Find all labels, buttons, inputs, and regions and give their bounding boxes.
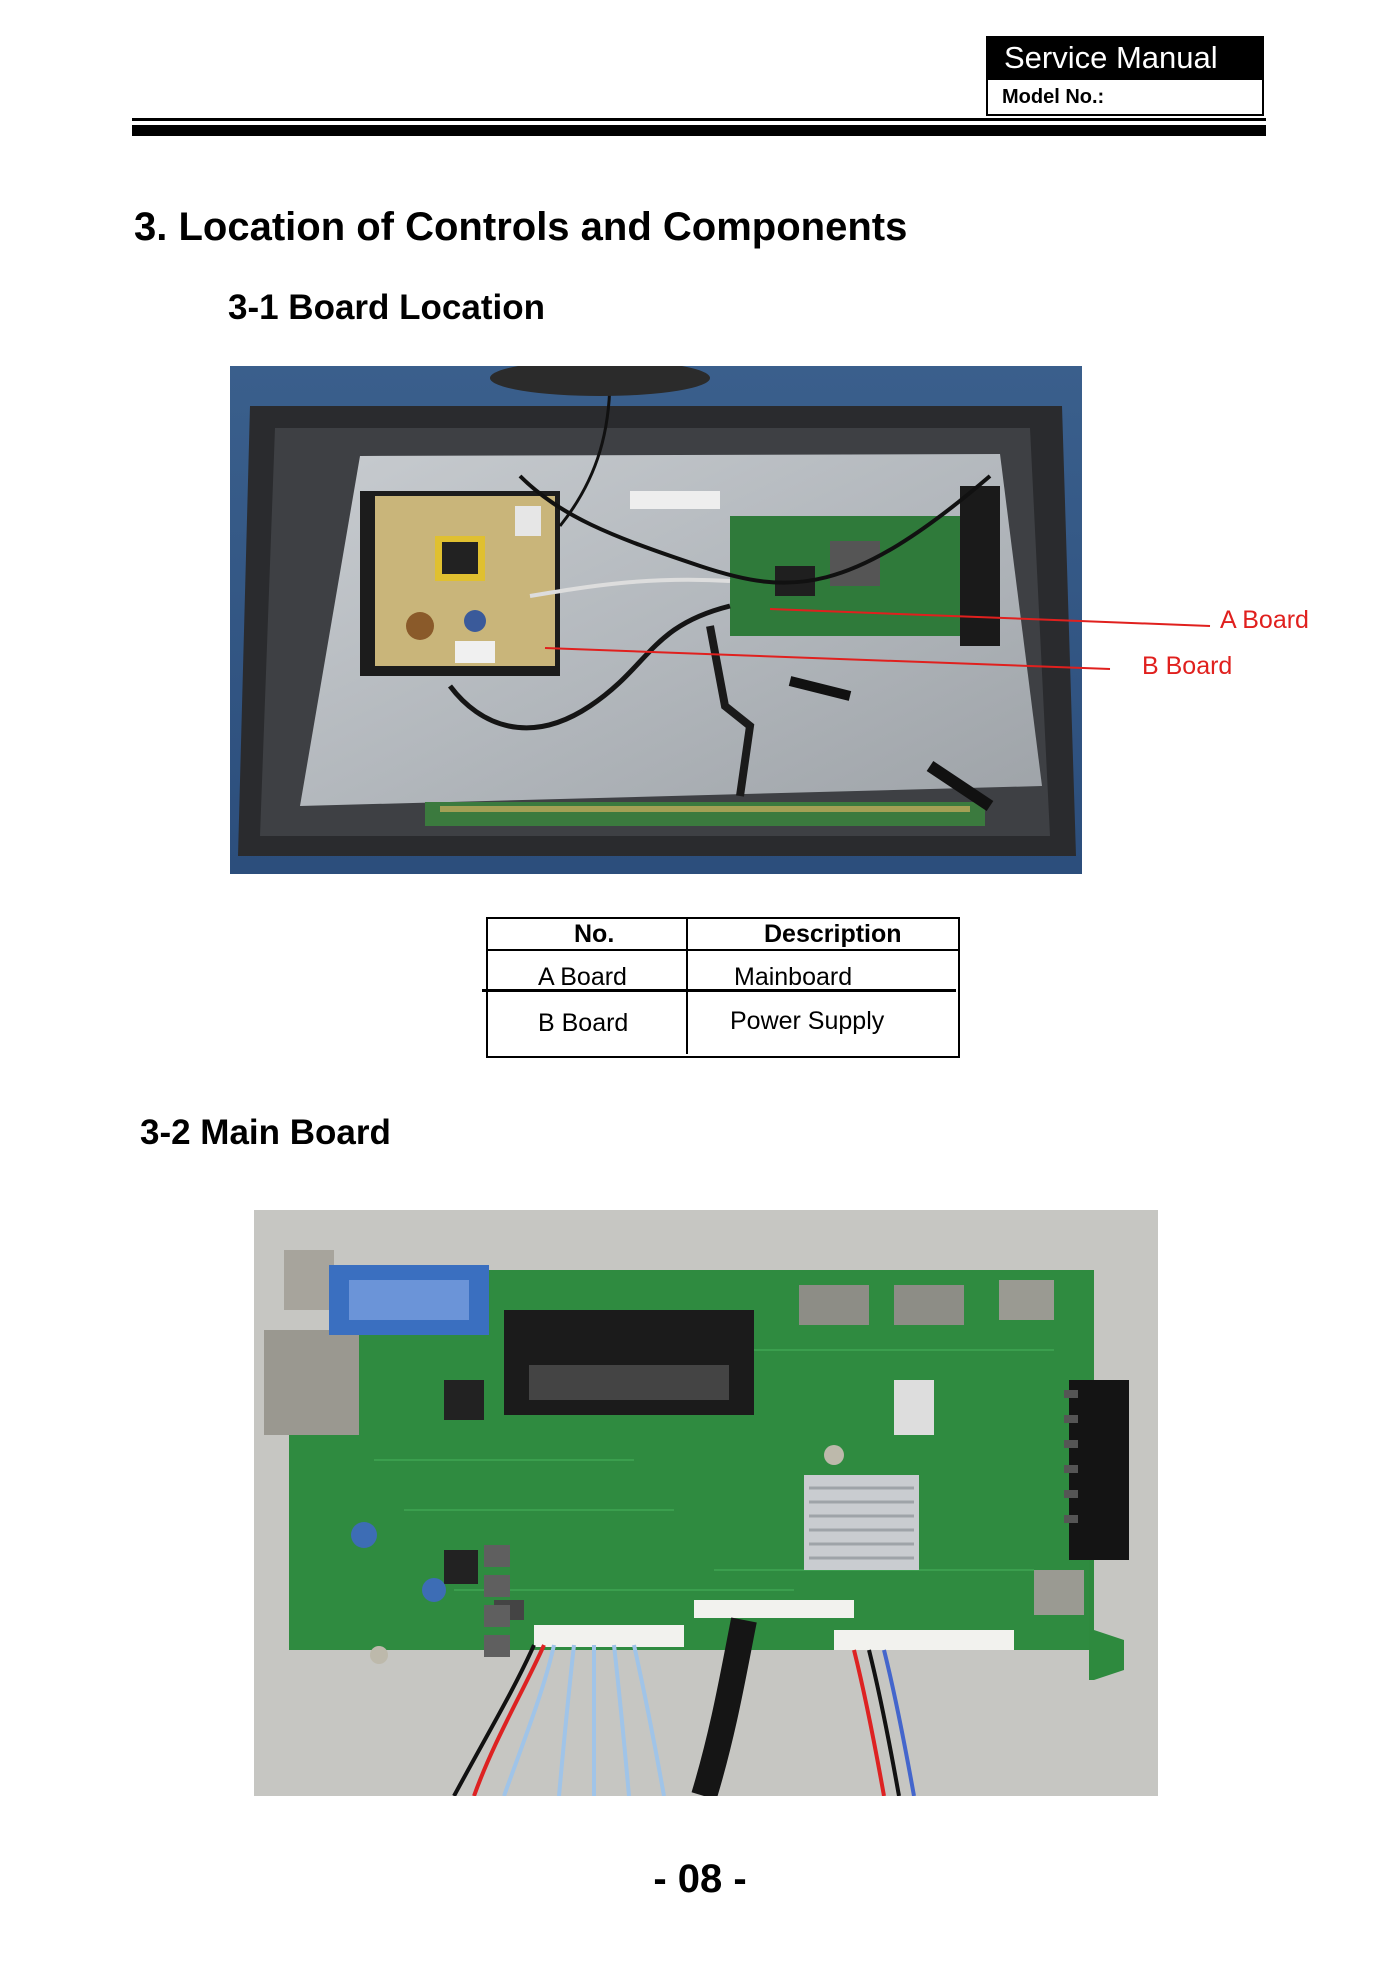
- section-title: 3. Location of Controls and Components: [134, 205, 908, 249]
- header-rule-thin: [132, 118, 1266, 121]
- table-header-no: No.: [574, 920, 615, 948]
- callout-b-board: B Board: [1142, 652, 1233, 680]
- table-column-divider: [686, 917, 688, 1054]
- table-header-divider: [486, 949, 960, 951]
- header-title: Service Manual: [986, 36, 1264, 80]
- main-board-photo: [254, 1210, 1158, 1796]
- board-table: [486, 917, 960, 1058]
- subsection-main-board: 3-2 Main Board: [140, 1113, 391, 1152]
- header-model-label: Model No.:: [1002, 86, 1105, 108]
- page-number: - 08 -: [653, 1857, 747, 1901]
- callout-a-board: A Board: [1220, 606, 1309, 634]
- table-cell-no: B Board: [538, 1009, 629, 1037]
- header-rule-thick: [132, 125, 1266, 136]
- tv-back-photo: [230, 366, 1082, 874]
- table-header-description: Description: [764, 920, 902, 948]
- table-cell-description: Power Supply: [730, 1007, 885, 1035]
- table-cell-description: Mainboard: [734, 963, 853, 991]
- table-row-divider: [482, 989, 956, 992]
- table-cell-no: A Board: [538, 963, 627, 991]
- subsection-board-location: 3-1 Board Location: [228, 288, 545, 327]
